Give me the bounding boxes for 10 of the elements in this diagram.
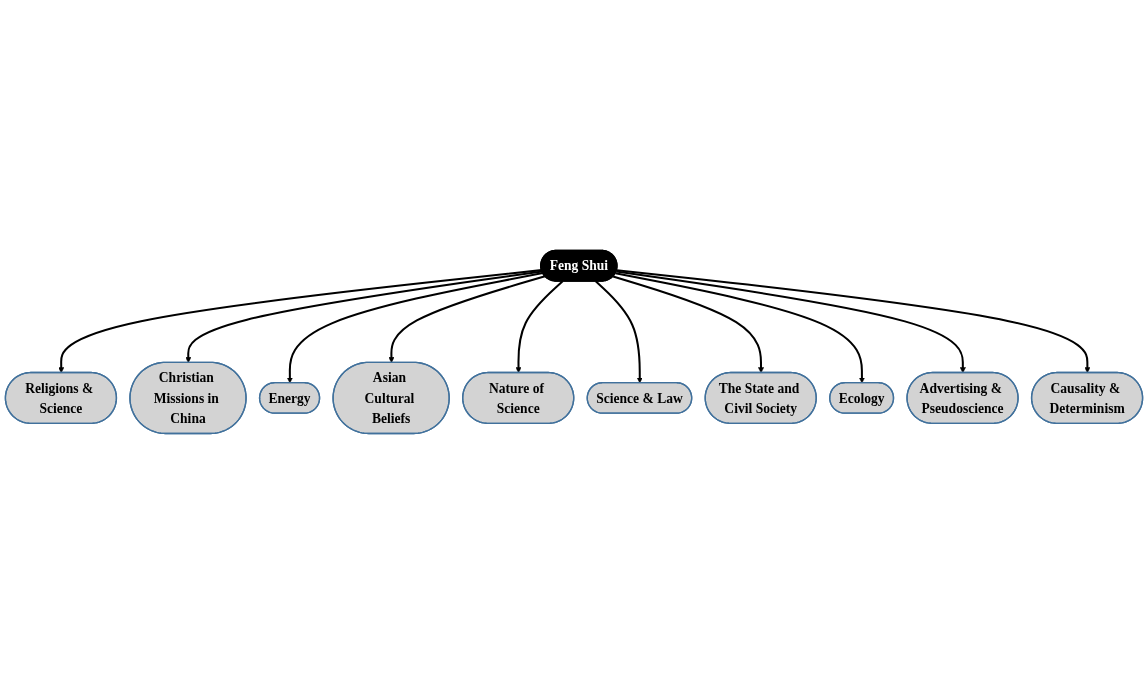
arrow [616,269,1091,374]
arrow [58,269,542,374]
arrow [595,280,643,384]
arrow [388,275,546,363]
arrow [286,272,543,384]
arrow [615,272,865,384]
arrow [616,270,966,374]
arrow [515,280,564,374]
arrow [612,275,764,374]
arrow [185,270,543,363]
